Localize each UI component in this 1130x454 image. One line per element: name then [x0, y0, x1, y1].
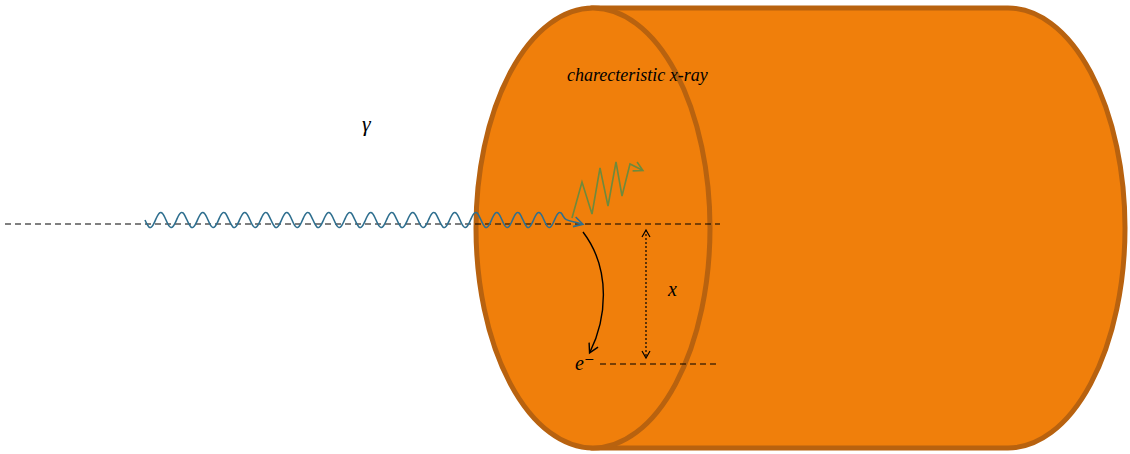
gamma-photon	[145, 212, 582, 227]
dimension-label: x	[668, 278, 677, 300]
electron-track	[583, 232, 603, 352]
dimension-arrow	[645, 230, 646, 358]
axis-line	[5, 224, 720, 225]
xray-photon	[572, 162, 642, 218]
cylinder-face	[476, 8, 710, 448]
reference-line	[600, 364, 720, 365]
electron-label: e⁻	[575, 352, 594, 374]
xray-label: charecteristic x-ray	[567, 66, 708, 86]
gamma-label: γ	[362, 112, 371, 136]
